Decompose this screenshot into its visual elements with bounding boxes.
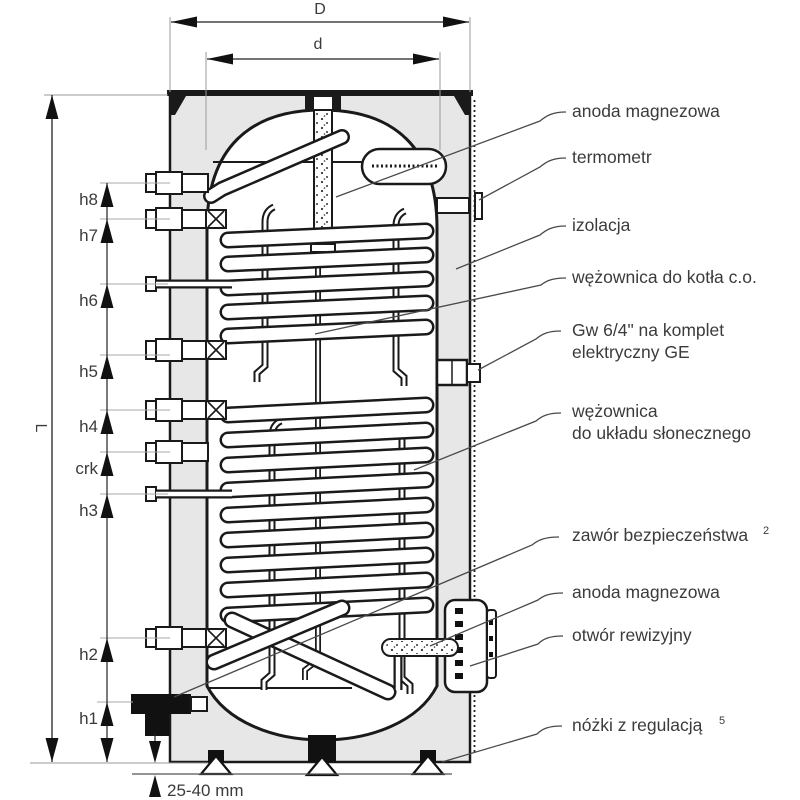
- fitting-h1-drain: [131, 694, 208, 736]
- callout-gw-line2: elektryczny GE: [572, 342, 690, 362]
- level-label-h7: h7: [79, 226, 98, 245]
- callout-anode-top: anoda magnezowa: [572, 101, 720, 121]
- level-label-h4: h4: [79, 417, 98, 436]
- leader-safety-valve: [173, 536, 560, 698]
- callout-coil-solar-line2: do układu słonecznego: [572, 423, 751, 443]
- leader-feet: [441, 725, 563, 763]
- adjustable-feet: [198, 735, 446, 777]
- foot: [304, 755, 340, 777]
- thermometer-fitting: [436, 192, 483, 220]
- foot-adjust-dimension: 25-40 mm: [30, 733, 452, 800]
- callout-feet-sup: 5: [719, 715, 725, 727]
- leader-gw: [477, 330, 562, 371]
- callout-gw-line1: Gw 6/4" na komplet: [572, 320, 724, 340]
- dim-L-label: L: [32, 424, 49, 433]
- inlet-tube: [203, 129, 350, 204]
- callout-coil-solar-line1: wężownica: [571, 401, 658, 421]
- top-cap: [305, 90, 341, 111]
- level-label-h5: h5: [79, 362, 98, 381]
- callout-inspection: otwór rewizyjny: [572, 625, 692, 645]
- foot-range-label: 25-40 mm: [167, 781, 244, 800]
- callout-labels: anoda magnezowa termometr izolacja wężow…: [571, 101, 769, 735]
- leader-lines: [173, 111, 567, 763]
- inspection-flange: [393, 598, 497, 694]
- leader-anode-top: [335, 111, 567, 198]
- height-chain: h8 h7 h6 h5 h4 crk h3 h2 h1: [75, 182, 170, 762]
- callout-safety-valve: zawór bezpieczeństwa: [572, 525, 748, 545]
- fitting-h7: [145, 207, 227, 231]
- dim-D-label: D: [314, 1, 326, 18]
- leader-anode-bottom: [429, 592, 564, 647]
- fitting-h5: [145, 338, 227, 362]
- lower-coil: [205, 396, 435, 701]
- electric-set-fitting: [435, 358, 481, 387]
- dimension-L: L: [32, 94, 168, 762]
- level-label-h1: h1: [79, 709, 98, 728]
- level-label-crk: crk: [75, 459, 98, 478]
- leader-inspection: [469, 635, 564, 667]
- leader-coil-solar: [413, 412, 562, 471]
- callout-coil-ch: wężownica do kotła c.o.: [571, 267, 757, 287]
- dimension-d: d: [205, 36, 441, 150]
- dimension-D: D: [169, 1, 471, 92]
- leader-coil-ch: [314, 277, 567, 335]
- leader-thermometer: [478, 157, 567, 201]
- callout-feet: nóżki z regulacją: [572, 715, 703, 735]
- bottom-anode: [381, 638, 459, 657]
- callout-insulation: izolacja: [572, 215, 631, 235]
- callout-safety-valve-sup: 2: [763, 525, 769, 537]
- callout-anode-bottom: anoda magnezowa: [572, 582, 720, 602]
- leader-insulation: [455, 225, 567, 270]
- level-label-h3: h3: [79, 501, 98, 520]
- level-label-h6: h6: [79, 291, 98, 310]
- level-label-h2: h2: [79, 645, 98, 664]
- level-label-h8: h8: [79, 190, 98, 209]
- dim-d-label: d: [314, 36, 323, 53]
- thermo-pocket: [360, 147, 448, 186]
- callout-thermometer: termometr: [572, 147, 652, 167]
